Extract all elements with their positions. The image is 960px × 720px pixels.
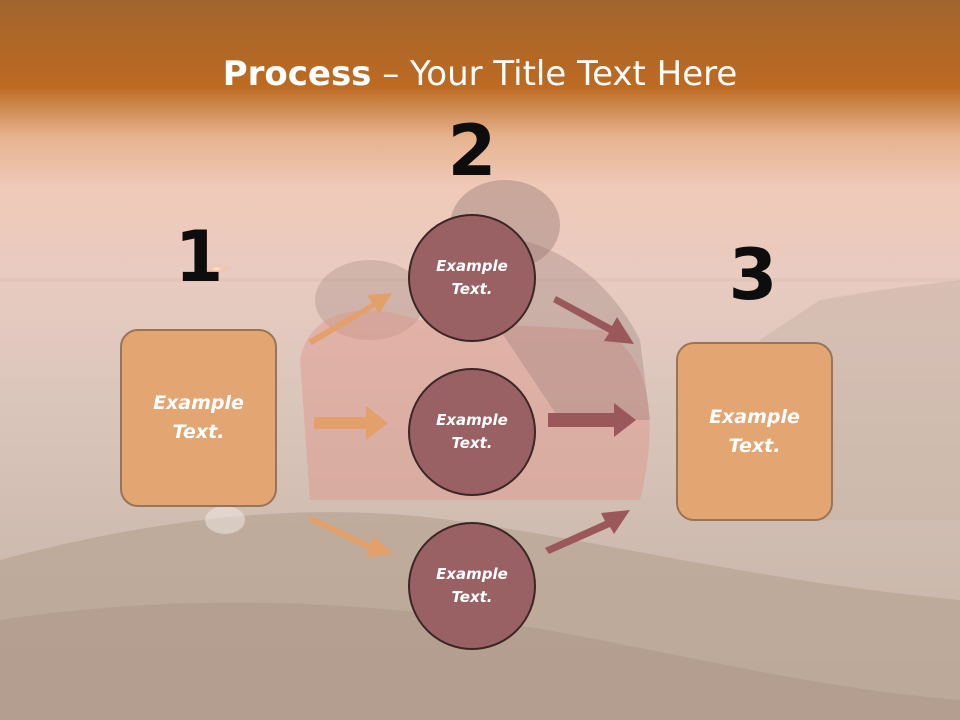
circle-middle-line1: Example xyxy=(436,411,508,429)
step-1-line2: Text. xyxy=(172,421,225,443)
title-rest: – Your Title Text Here xyxy=(371,54,738,94)
step-number-2: 2 xyxy=(447,110,497,192)
circle-top: Example Text. xyxy=(408,214,536,342)
circle-middle-line2: Text. xyxy=(451,434,493,452)
arrow-right-up xyxy=(553,296,634,344)
circle-bottom-line1: Example xyxy=(436,565,508,583)
slide-title: Process – Your Title Text Here xyxy=(0,52,960,96)
step-3-line1: Example xyxy=(709,405,800,428)
step-number-1: 1 xyxy=(174,216,224,298)
circle-bottom-line2: Text. xyxy=(451,588,493,606)
circle-top-line2: Text. xyxy=(451,280,493,298)
step-1-line1: Example xyxy=(153,392,244,414)
arrow-left-down xyxy=(309,516,393,557)
step-3-box: Example Text. xyxy=(676,342,833,521)
circle-top-line1: Example xyxy=(436,257,508,275)
step-3-line2: Text. xyxy=(728,434,781,457)
arrow-left-up xyxy=(308,293,392,345)
circle-middle: Example Text. xyxy=(408,368,536,496)
title-bold: Process xyxy=(222,54,372,94)
step-1-box: Example Text. xyxy=(120,329,277,507)
arrow-left-middle xyxy=(314,406,388,440)
arrow-right-down xyxy=(545,510,630,554)
step-number-3: 3 xyxy=(728,234,778,316)
arrow-right-middle xyxy=(548,403,636,437)
circle-bottom: Example Text. xyxy=(408,522,536,650)
